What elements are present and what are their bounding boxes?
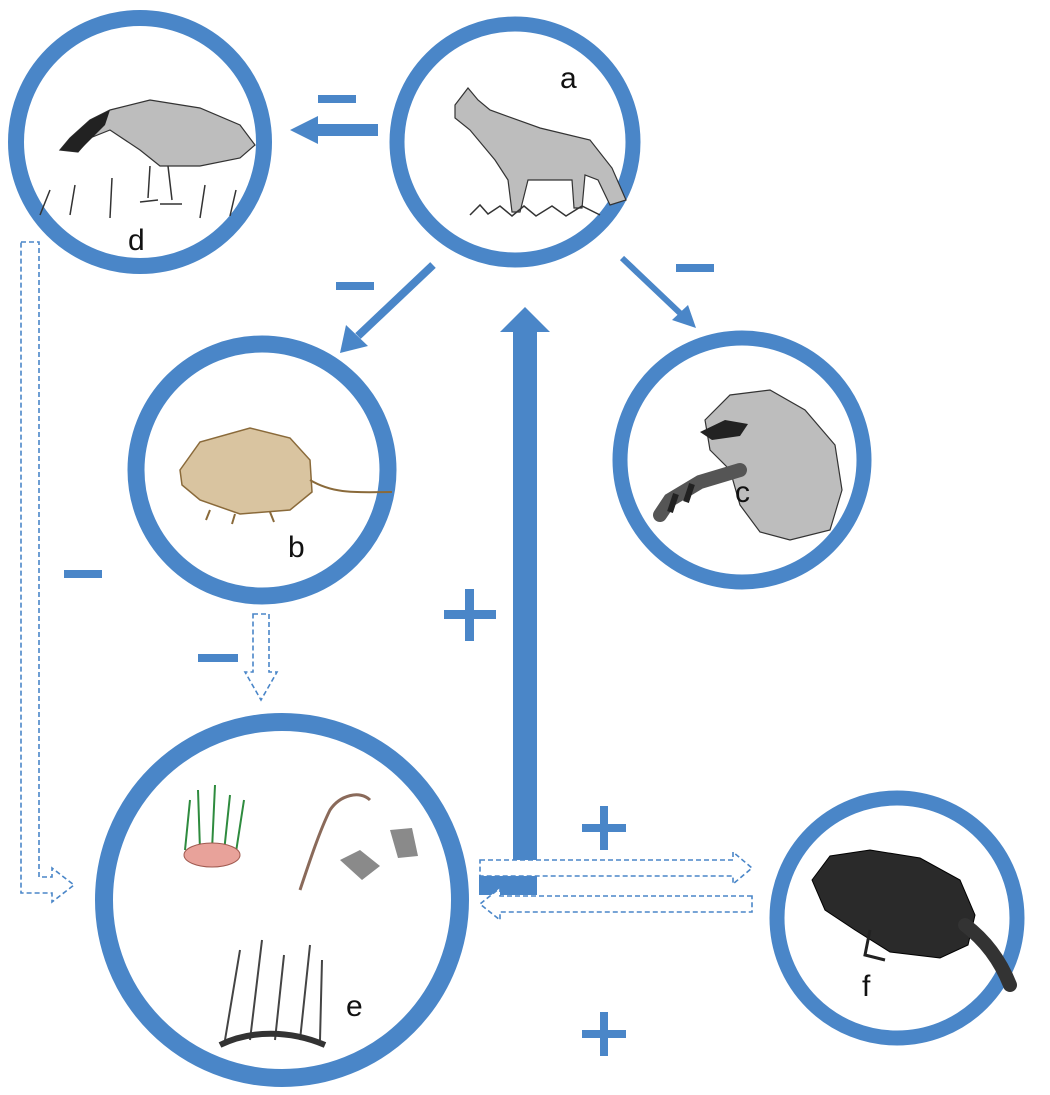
node-f-label: f	[862, 970, 871, 1003]
node-c: c	[620, 338, 864, 582]
node-e: e	[104, 722, 460, 1078]
sign-minus-a-b	[336, 282, 374, 290]
node-f: f	[777, 798, 1017, 1038]
arrow-a-to-d	[290, 116, 378, 144]
arrow-e-to-a	[479, 307, 550, 895]
node-a: a	[397, 24, 633, 260]
sign-plus-e-f	[582, 806, 626, 850]
sign-plus-f-e	[582, 1012, 626, 1056]
node-d-label: d	[128, 224, 145, 257]
node-a-label: a	[560, 62, 577, 95]
sign-minus-b-e	[198, 654, 238, 662]
sign-minus-a-d	[318, 95, 356, 103]
sign-plus-e-a	[444, 589, 496, 641]
sign-minus-d-e	[64, 570, 102, 578]
arrow-a-to-b	[340, 265, 433, 353]
node-b: b	[136, 344, 392, 596]
node-d: d	[16, 18, 264, 266]
arrow-b-to-e	[245, 614, 277, 700]
sign-minus-a-c	[676, 264, 714, 272]
node-c-label: c	[735, 476, 750, 509]
node-b-label: b	[288, 531, 305, 564]
node-e-label: e	[346, 990, 363, 1023]
